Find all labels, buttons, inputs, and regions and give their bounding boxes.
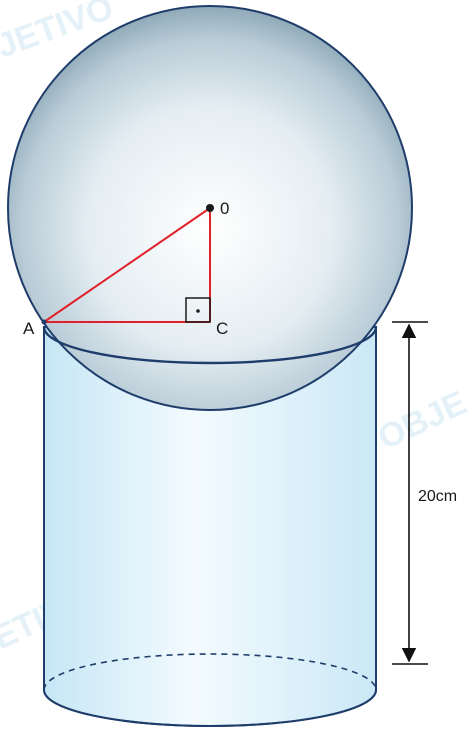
point-a — [41, 319, 47, 325]
height-label: 20cm — [418, 488, 457, 505]
right-angle-marker — [185, 297, 211, 323]
right-triangle — [41, 204, 214, 325]
cylinder-top-rim — [42, 326, 378, 365]
cylinder-bottom-visible-edge — [43, 689, 377, 727]
label-a: A — [23, 319, 35, 338]
label-center: 0 — [220, 199, 229, 218]
segment-a-center — [43, 207, 211, 323]
center-point — [206, 204, 214, 212]
label-c: C — [216, 319, 228, 338]
cylinder-bottom-hidden-edge — [43, 653, 377, 691]
right-angle-dot — [196, 309, 200, 313]
dimension-label-background — [414, 482, 468, 508]
height-dimension: 20cm — [392, 321, 468, 665]
cylinder — [43, 326, 377, 727]
svg-text:OBJE: OBJE — [372, 384, 468, 458]
